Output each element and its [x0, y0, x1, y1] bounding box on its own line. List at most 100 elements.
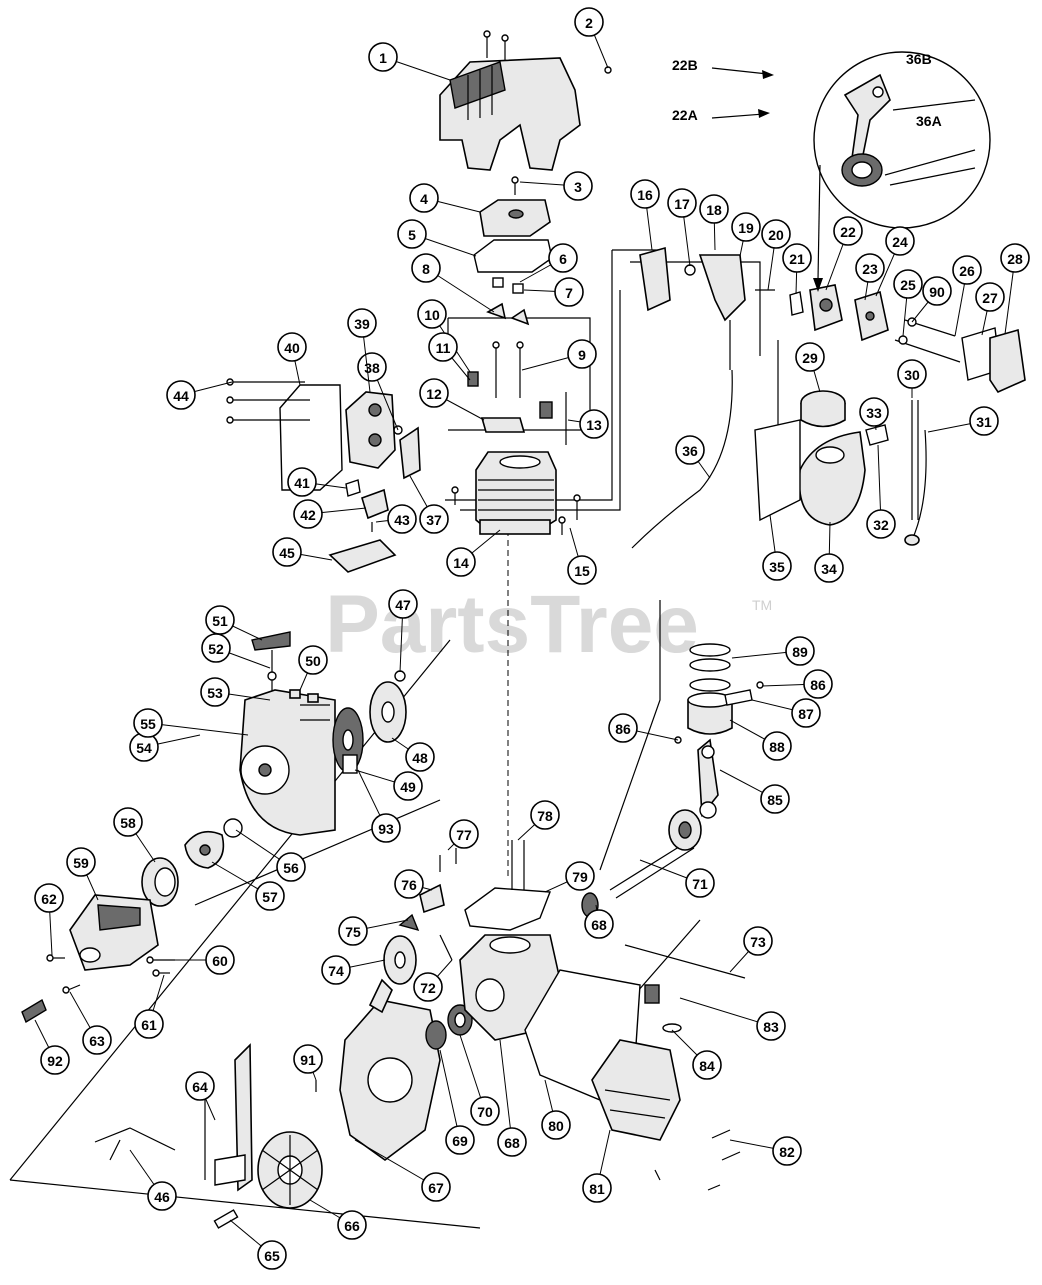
callout-number: 52: [208, 641, 224, 657]
callout-number: 18: [706, 202, 722, 218]
part-screws-77: [439, 848, 457, 872]
callout-89: 89: [731, 636, 815, 666]
part-carburetor: [789, 284, 843, 332]
callout-circle: [885, 226, 915, 256]
callout-number: 54: [136, 740, 152, 756]
callout-32: 32: [866, 444, 896, 539]
callout-83: 83: [679, 997, 786, 1041]
callout-number: 60: [212, 953, 228, 969]
callout-number: 55: [140, 716, 156, 732]
callout-13: 13: [567, 409, 609, 439]
callout-74: 74: [321, 955, 386, 985]
arrow-label-22a: 22A: [672, 107, 698, 123]
callout-72: 72: [413, 959, 453, 1002]
part-starter-housing: [239, 689, 336, 836]
callout-circle: [34, 883, 64, 913]
part-valve-cover: [479, 199, 551, 237]
callout-number: 9: [578, 347, 586, 363]
callout-number: 34: [821, 561, 837, 577]
callout-number: 49: [400, 779, 416, 795]
callout-number: 51: [212, 613, 228, 629]
callout-44: 44: [166, 380, 233, 410]
callout-number: 46: [154, 1189, 170, 1205]
callout-26: 26: [952, 255, 982, 337]
callout-circle: [1000, 243, 1030, 273]
callout-46: 46: [129, 1149, 177, 1211]
callout-1: 1: [368, 42, 451, 81]
leader-line: [499, 1039, 513, 1143]
callout-circle: [409, 183, 439, 213]
callout-85: 85: [719, 769, 790, 814]
callout-circle: [446, 547, 476, 577]
callout-circle: [449, 819, 479, 849]
callout-circle: [762, 551, 792, 581]
callout-circle: [337, 1210, 367, 1240]
callout-49: 49: [354, 769, 423, 801]
part-cylinder: [475, 451, 557, 535]
callout-number: 39: [354, 316, 370, 332]
callout-circle: [582, 1173, 612, 1203]
callout-9: 9: [521, 339, 597, 371]
part-engine-cover: [439, 57, 581, 171]
part-throttle-cable: [631, 369, 733, 549]
watermark-tm: TM: [752, 597, 772, 613]
callout-circle: [692, 1050, 722, 1080]
callout-24: 24: [875, 226, 915, 297]
callout-number: 58: [120, 815, 136, 831]
callout-number: 12: [426, 386, 442, 402]
callout-number: 24: [892, 234, 908, 250]
callout-34: 34: [814, 521, 844, 583]
callout-87: 87: [751, 698, 821, 728]
callout-number: 90: [929, 284, 945, 300]
part-screws-15: [451, 486, 581, 535]
callout-number: 22: [840, 224, 856, 240]
callout-number: 91: [300, 1052, 316, 1068]
callout-number: 48: [412, 750, 428, 766]
callout-number: 25: [900, 277, 916, 293]
callout-number: 75: [345, 924, 361, 940]
callout-number: 84: [699, 1058, 715, 1074]
callout-circle: [387, 504, 417, 534]
part-retainers: [486, 277, 530, 326]
callout-84: 84: [671, 1029, 722, 1080]
callout-circle: [388, 589, 418, 619]
callout-58: 58: [113, 807, 156, 863]
part-starter-handle: [251, 631, 291, 700]
callout-circle: [667, 188, 697, 218]
callout-number: 80: [548, 1118, 564, 1134]
callout-circle: [82, 1025, 112, 1055]
part-governor: [383, 883, 453, 985]
callout-50: 50: [298, 645, 328, 691]
callout-number: 7: [565, 285, 573, 301]
callout-47: 47: [388, 589, 418, 673]
callout-36: 36: [675, 435, 711, 479]
callout-number: 62: [41, 891, 57, 907]
part-springs: [467, 371, 553, 419]
callout-61: 61: [134, 974, 165, 1039]
callout-25: 25: [893, 269, 923, 337]
callout-number: 42: [300, 507, 316, 523]
callout-number: 27: [982, 290, 998, 306]
callout-circle: [397, 219, 427, 249]
callout-circle: [795, 342, 825, 372]
part-muffler-gaskets: [345, 479, 389, 532]
callout-circle: [760, 784, 790, 814]
part-valves: [492, 341, 524, 398]
callout-number: 81: [589, 1181, 605, 1197]
callout-20: 20: [761, 219, 791, 291]
callout-70: 70: [459, 1034, 500, 1126]
callout-71: 71: [639, 859, 715, 898]
callout-8: 8: [411, 253, 495, 313]
callout-circle: [293, 499, 323, 529]
part-pawl-plate: [184, 830, 225, 869]
callout-63: 63: [69, 991, 112, 1055]
callout-circle: [147, 1181, 177, 1211]
part-muffler-bracket: [393, 425, 421, 480]
callout-circle: [419, 378, 449, 408]
callout-circle: [567, 339, 597, 369]
callout-circle: [699, 194, 729, 224]
part-fuel-cap: [800, 390, 846, 428]
callout-54: 54: [129, 732, 201, 762]
part-muffler: [345, 391, 396, 469]
